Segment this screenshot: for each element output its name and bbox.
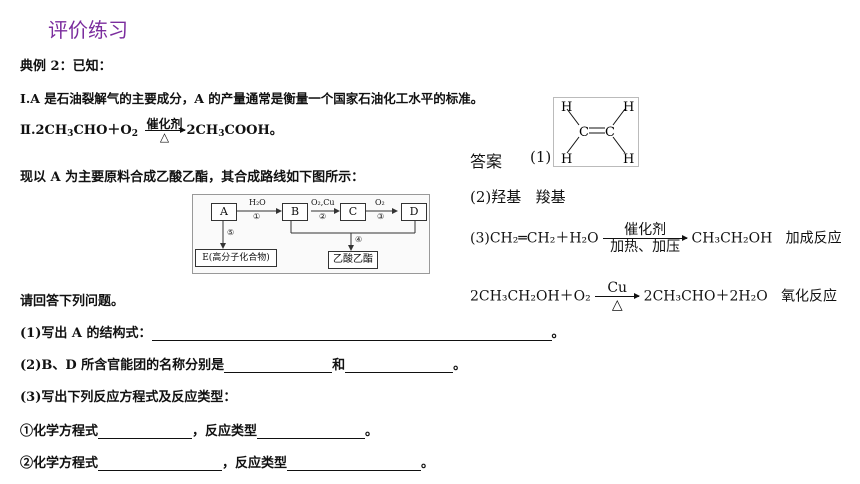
label-h2o: H₂O <box>249 198 266 207</box>
label-step1: ① <box>253 212 261 221</box>
node-e: E(高分子化合物) <box>195 249 277 267</box>
answer-2: (2)羟基 羧基 <box>470 186 566 207</box>
answer-label: 答案 <box>470 152 503 171</box>
question-2-text: (2)B、D 所含官能团的名称分别是 <box>20 358 225 373</box>
catalyst-label: 催化剂 <box>146 117 183 131</box>
equation-prompt: ②化学方程式 <box>20 456 99 471</box>
label-step5: ⑤ <box>227 228 235 237</box>
group-hydroxyl: 羟基 <box>491 188 522 206</box>
question-1: (1)写出 A 的结构式： 。 <box>20 322 565 341</box>
catalyst-label: Cu <box>607 280 628 296</box>
node-a: A <box>211 203 237 221</box>
atom-h: H <box>561 152 572 167</box>
label-step2: ② <box>319 212 327 221</box>
period: 。 <box>421 456 435 471</box>
answer-blank <box>257 424 366 439</box>
eq-part: 2CH <box>186 123 219 138</box>
atom-c: C <box>579 125 589 140</box>
question-1-text: (1)写出 A 的结构式： <box>20 326 152 341</box>
subscript: 2 <box>131 129 138 139</box>
answer-blank <box>224 358 333 373</box>
given-line-2: Ⅱ.2CH3CHO＋O2 催化剂 △ 2CH3COOH。 <box>20 118 283 143</box>
eq-part: COOH。 <box>224 123 283 138</box>
type-prompt: ，反应类型 <box>192 424 258 439</box>
answer-prompt: 请回答下列问题。 <box>20 294 125 309</box>
subscript: 3 <box>67 129 74 139</box>
node-c: C <box>340 203 366 221</box>
section-title: 评价练习 <box>48 18 128 42</box>
and-text: 和 <box>332 358 346 373</box>
question-3: (3)写出下列反应方程式及反应类型： <box>20 390 237 405</box>
period: 。 <box>551 326 565 341</box>
node-ester: 乙酸乙酯 <box>328 251 378 269</box>
equation-left: 2CH₃CH₂OH＋O₂ <box>470 288 591 305</box>
answer-blank <box>98 424 193 439</box>
node-d: D <box>401 203 427 221</box>
answer-3: (3)CH₂═CH₂＋H₂O 催化剂 加热、加压 CH₃CH₂OH 加成反应 <box>470 222 842 255</box>
catalyst-label: 催化剂 <box>624 222 667 238</box>
ethylene-structure: H H C C H H <box>553 97 639 167</box>
answer-3-prefix: (3) <box>470 230 490 247</box>
type-prompt: ，反应类型 <box>222 456 288 471</box>
example-label: 典例 2：已知： <box>20 59 112 74</box>
reaction-type: 氧化反应 <box>781 288 838 305</box>
atom-h: H <box>623 100 634 115</box>
heat-label: △ <box>159 130 170 144</box>
label-step3: ③ <box>377 212 385 221</box>
atom-h: H <box>623 152 634 167</box>
intro-text: 现以 A 为主要原料合成乙酸乙酯，其合成路线如下图所示： <box>20 170 365 185</box>
equation-prompt: ①化学方程式 <box>20 424 99 439</box>
equation-left: CH₂═CH₂＋H₂O <box>489 230 599 247</box>
eq-part: Ⅱ.2CH <box>20 123 68 138</box>
atom-h: H <box>561 100 572 115</box>
eq-part: CHO＋O <box>73 123 132 138</box>
question-3-1: ①化学方程式 ，反应类型 。 <box>20 420 378 439</box>
synthesis-diagram: A B C D E(高分子化合物) 乙酸乙酯 H₂O ① O₂,Cu ② O₂ … <box>192 194 430 274</box>
equation-right: CH₃CH₂OH <box>691 230 773 247</box>
period: 。 <box>365 424 379 439</box>
answer-blank <box>287 456 422 471</box>
label-step4: ④ <box>355 235 363 244</box>
period: 。 <box>453 358 467 373</box>
reaction-condition: Cu △ <box>595 280 641 313</box>
question-3-2: ②化学方程式 ，反应类型 。 <box>20 452 434 471</box>
subscript: 3 <box>218 129 225 139</box>
answer-blank <box>98 456 223 471</box>
reaction-arrow <box>595 293 641 299</box>
question-2: (2)B、D 所含官能团的名称分别是 和 。 <box>20 354 466 373</box>
group-carboxyl: 羧基 <box>535 188 566 206</box>
label-o2: O₂ <box>375 198 385 207</box>
reaction-type: 加成反应 <box>785 230 842 247</box>
reaction-condition: 催化剂 加热、加压 <box>603 222 689 255</box>
given-line-1: Ⅰ.A 是石油裂解气的主要成分，A 的产量通常是衡量一个国家石油化工水平的标准。 <box>20 91 484 106</box>
atom-c: C <box>605 125 615 140</box>
reaction-condition: 催化剂 △ <box>144 117 186 144</box>
answer-2-prefix: (2) <box>470 188 492 206</box>
reaction-arrow <box>603 235 689 241</box>
node-b: B <box>282 203 308 221</box>
heat-label: △ <box>611 297 623 313</box>
answer-4: 2CH₃CH₂OH＋O₂ Cu △ 2CH₃CHO＋2H₂O 氧化反应 <box>470 280 837 313</box>
equation-right: 2CH₃CHO＋2H₂O <box>643 288 768 305</box>
answer-1-prefix: (1) <box>530 148 552 166</box>
condition-label: 加热、加压 <box>610 239 681 255</box>
diagram-arrows <box>220 208 416 251</box>
answer-blank <box>345 358 454 373</box>
answer-blank <box>151 326 552 341</box>
reaction-arrow <box>144 127 186 133</box>
label-o2cu: O₂,Cu <box>311 198 335 207</box>
